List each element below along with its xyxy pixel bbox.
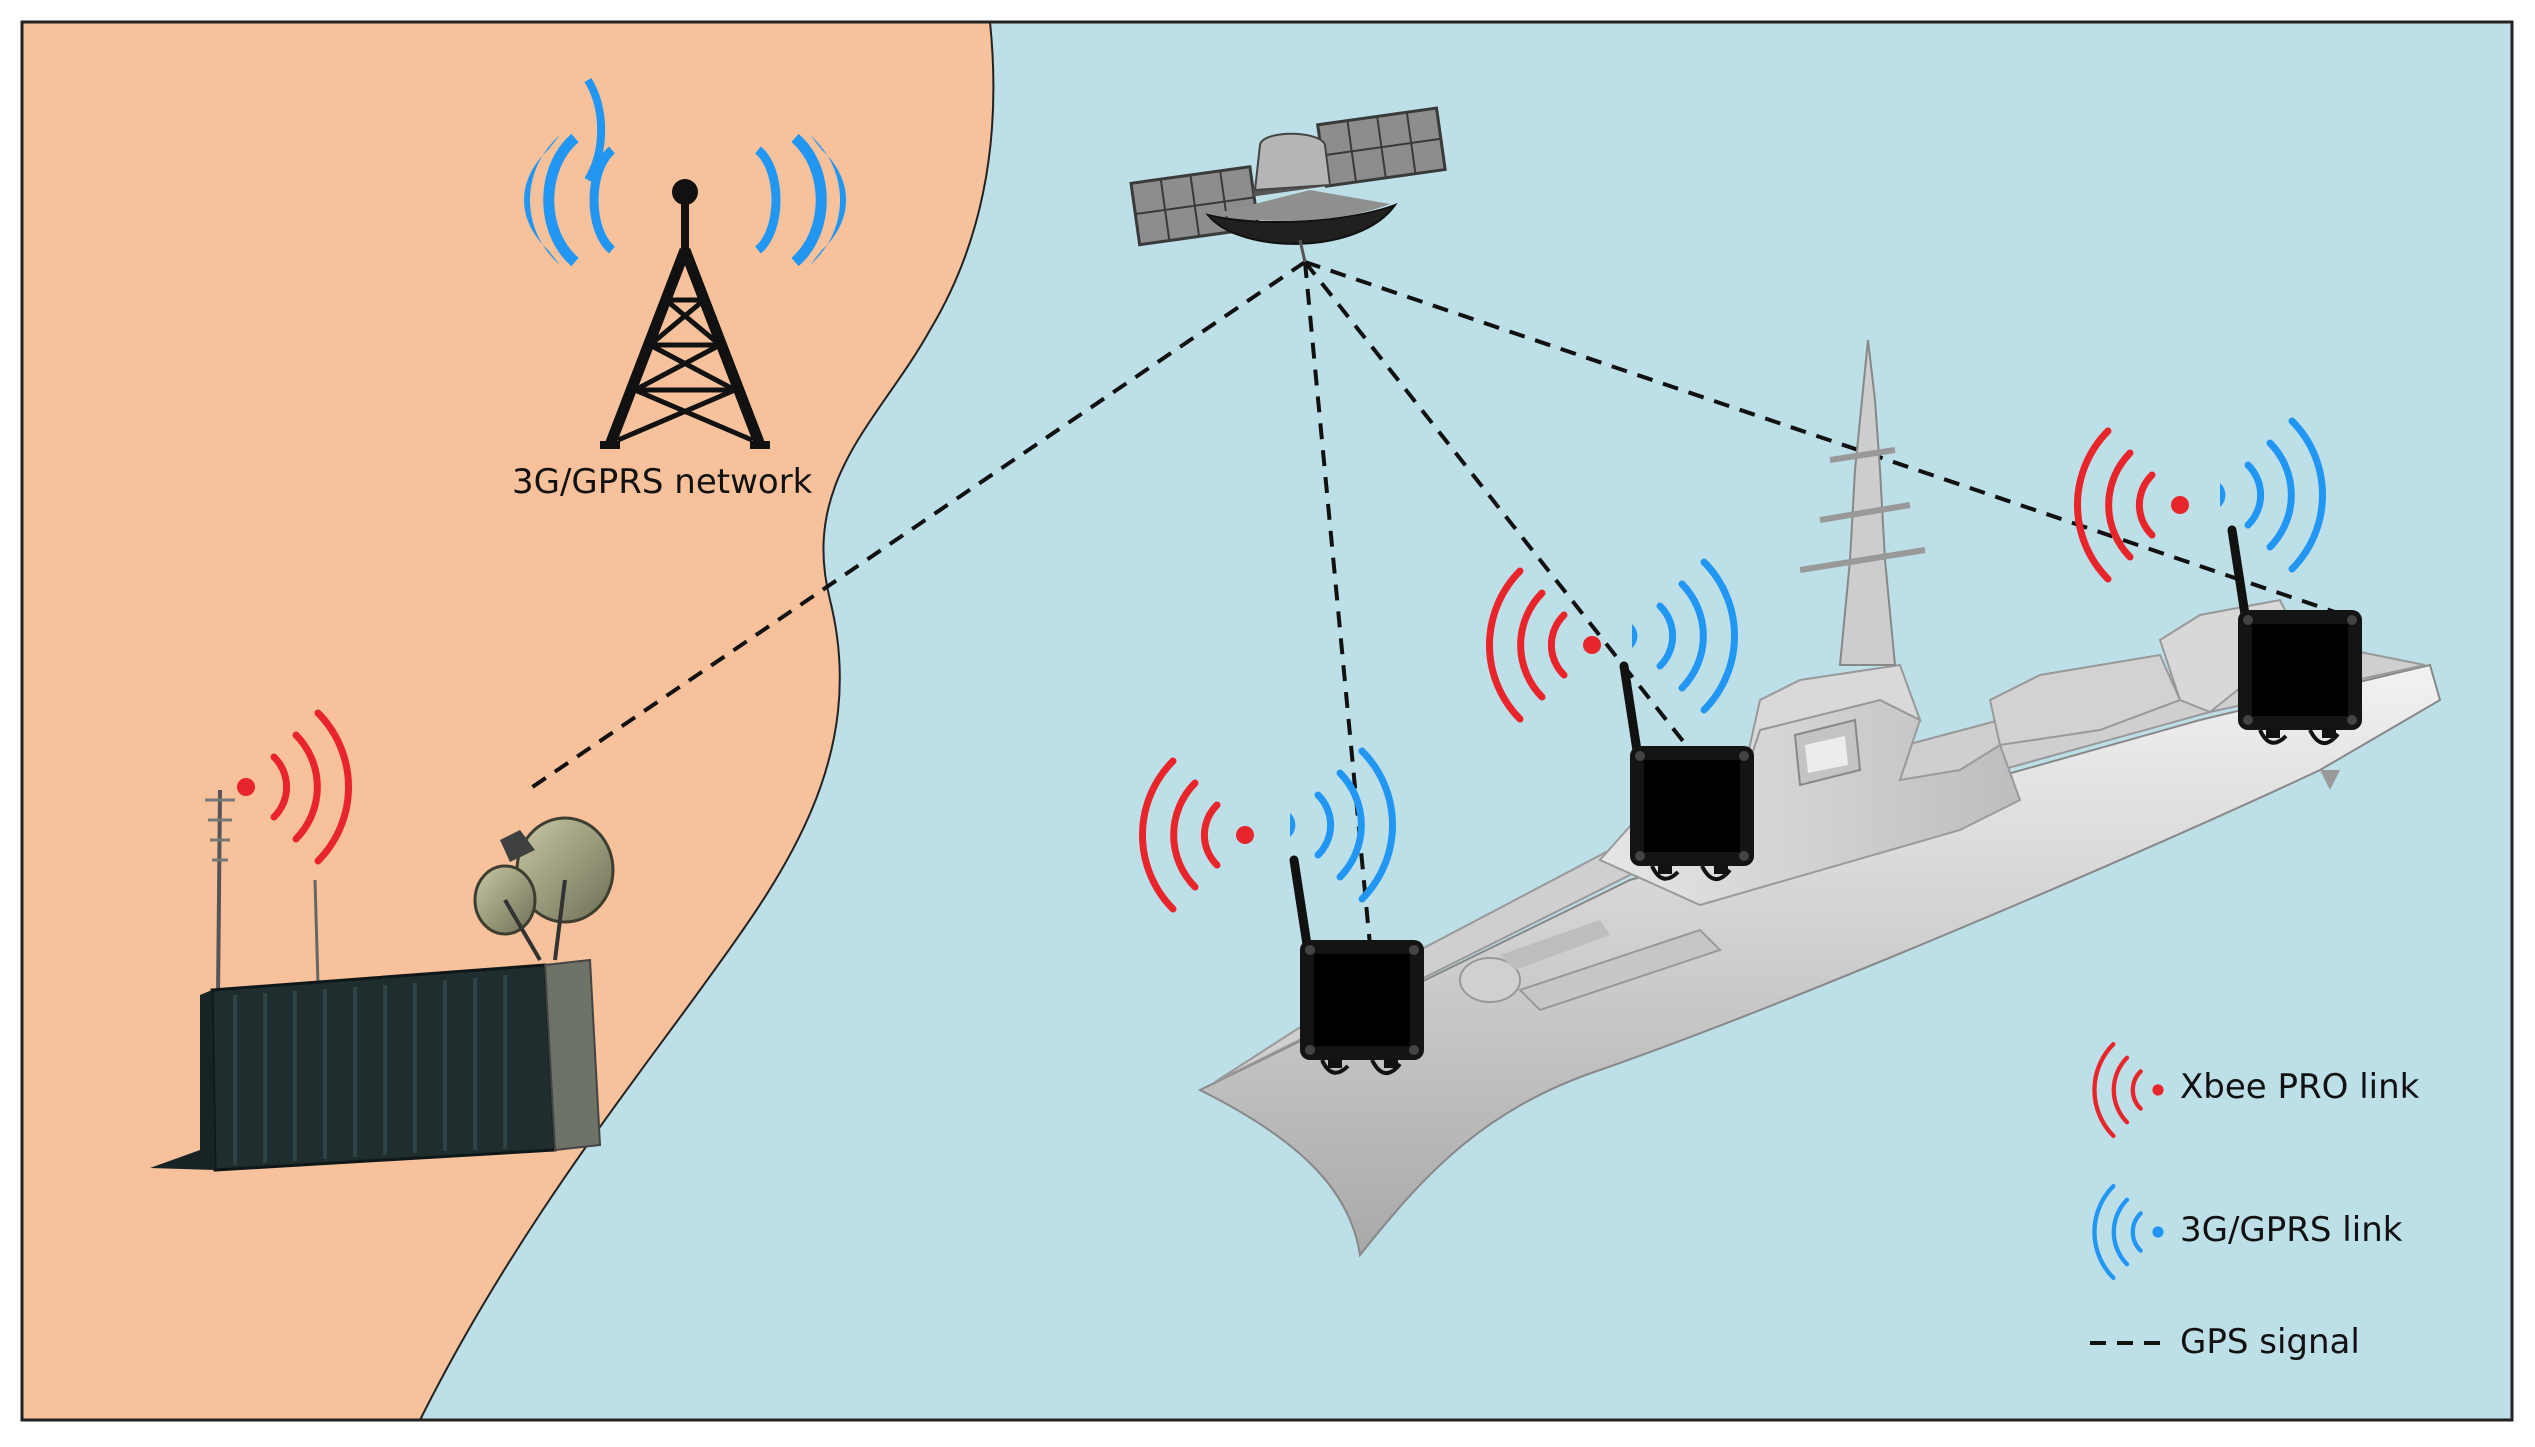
gps-line-to-station [526, 260, 1307, 792]
satellite-icon [1129, 106, 1447, 263]
tower-label: 3G/GPRS network [512, 462, 813, 502]
legend-gprs-label: 3G/GPRS link [2180, 1210, 2403, 1250]
cell-tower-icon [524, 77, 846, 449]
legend-xbee-label: Xbee PRO link [2180, 1067, 2420, 1107]
gps-line-to-stern-device [1304, 260, 2336, 614]
legend-gprs-symbol [2092, 1183, 2164, 1281]
legend-gps-label: GPS signal [2180, 1322, 2360, 1362]
frame-border [20, 20, 2514, 1422]
container-station-icon [150, 789, 615, 1172]
